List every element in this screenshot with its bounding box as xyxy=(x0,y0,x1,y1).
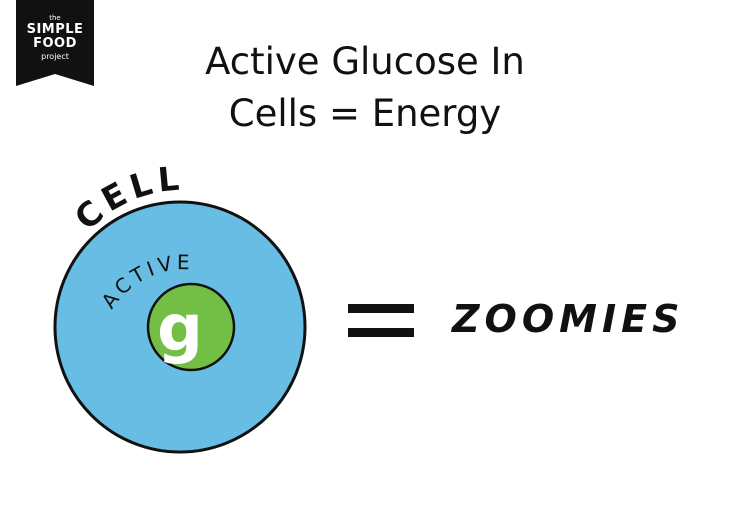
zoomies-label: ZOOMIES xyxy=(452,297,685,341)
logo-text-line-1: SIMPLE xyxy=(26,22,84,37)
simple-food-project-logo: the SIMPLE FOOD project xyxy=(16,0,94,88)
logo-text-line-2: FOOD xyxy=(33,36,77,51)
equals-sign xyxy=(348,304,414,337)
logo-text-line-3: project xyxy=(41,52,69,61)
title-line-1: Active Glucose In xyxy=(205,40,525,83)
glucose-circle xyxy=(146,282,236,372)
logo-banner-shape xyxy=(16,0,94,86)
glucose-letter: g xyxy=(157,292,203,366)
title-line-2: Cells = Energy xyxy=(228,92,502,135)
logo-text-small: the xyxy=(49,14,61,22)
